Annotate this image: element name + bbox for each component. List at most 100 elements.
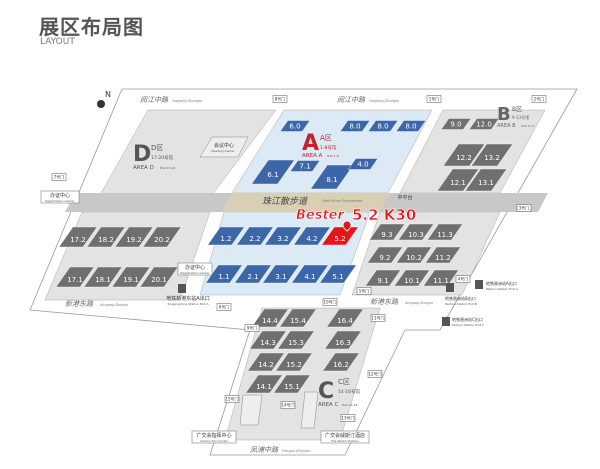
hall-shape	[251, 308, 289, 328]
hall-shape	[442, 143, 486, 167]
gate-6[interactable]: 6号门	[216, 303, 232, 311]
hall-2.2[interactable]: 2.2	[236, 226, 274, 246]
hall-13.2[interactable]: 13.2	[470, 143, 514, 167]
registration-center-left[interactable]: 办证中心 Registration Center	[40, 190, 80, 204]
hall-8.0[interactable]: 8.0	[339, 120, 371, 132]
booth-callout[interactable]: Bester 5.2 K30	[296, 206, 417, 232]
hall-14.3[interactable]: 14.3	[249, 330, 287, 350]
hall-2.1[interactable]: 2.1	[234, 264, 272, 284]
hall-10.3[interactable]: 10.3	[398, 223, 434, 241]
hall-16.3[interactable]: 16.3	[324, 330, 362, 350]
area-a-halls: 1-8号馆	[320, 144, 337, 151]
meeting-center[interactable]: 会议中心 Meeting Center	[199, 136, 249, 158]
hall-shape	[394, 269, 430, 287]
hall-9.3[interactable]: 9.3	[369, 223, 405, 241]
metro-pazhou-b[interactable]: 地铁琶洲站B出口 Pazhou Station Exit B	[445, 283, 477, 306]
hall-19.1[interactable]: 19.1	[111, 266, 151, 288]
gate-label: 9号门	[247, 324, 258, 330]
metro-xingangdong-a[interactable]: 地铁新港东站A出口 Xingangdong Station Exit A	[166, 284, 210, 306]
hall-7.1[interactable]: 7.1	[289, 160, 321, 172]
gate-12[interactable]: 12号门	[367, 370, 383, 378]
hall-15.4[interactable]: 15.4	[279, 308, 317, 328]
hall-18.1[interactable]: 18.1	[83, 266, 123, 288]
hall-8.1[interactable]: 8.1	[310, 164, 354, 190]
hall-shape	[464, 168, 508, 192]
gate-8[interactable]: 8号门	[272, 95, 288, 103]
hall-3.1[interactable]: 3.1	[262, 264, 300, 284]
hall-19.2[interactable]: 19.2	[114, 226, 154, 248]
hall-label: 10.1	[404, 277, 420, 285]
canton-fair-center[interactable]: 广交会指挥中心 Canton Fair Center	[191, 394, 263, 444]
hall-9.0[interactable]: 9.0	[440, 118, 472, 130]
gate-label: 10号门	[323, 298, 336, 304]
hall-18.2[interactable]: 18.2	[86, 226, 126, 248]
gate-9[interactable]: 9号门	[244, 324, 260, 332]
hall-4.2[interactable]: 4.2	[293, 226, 331, 246]
hall-8.0[interactable]: 8.0	[395, 120, 427, 132]
hall-6.0[interactable]: 6.0	[279, 120, 311, 132]
hall-label: 15.3	[288, 339, 304, 347]
hall-9.2[interactable]: 9.2	[367, 246, 403, 264]
hall-3.2[interactable]: 3.2	[264, 226, 302, 246]
hall-16.2[interactable]: 16.2	[322, 352, 360, 372]
hall-4.0[interactable]: 4.0	[347, 158, 379, 170]
hall-15.2[interactable]: 15.2	[275, 352, 313, 372]
hall-label: 9.1	[377, 277, 388, 285]
hall-15.1[interactable]: 15.1	[273, 374, 311, 394]
area-c-halls: 14-16号馆	[338, 388, 361, 395]
hall-13.1[interactable]: 13.1	[464, 168, 508, 192]
hall-shape	[236, 226, 274, 246]
road-promenade: 珠江散步道	[262, 196, 309, 207]
gate-5[interactable]: 5号门	[356, 287, 372, 295]
gate-3[interactable]: 3号门	[516, 204, 532, 212]
gate-11[interactable]: 11号门	[370, 314, 386, 322]
hall-5.1[interactable]: 5.1	[319, 264, 357, 284]
hall-shape	[369, 223, 405, 241]
hall-8.0[interactable]: 8.0	[367, 120, 399, 132]
hall-20.2[interactable]: 20.2	[142, 226, 182, 248]
hall-9.1[interactable]: 9.1	[365, 269, 401, 287]
registration-center-mid[interactable]: 办证中心 Registration Center	[177, 262, 213, 276]
metro-pazhou-a[interactable]: 地铁琶洲站A出口 Pazhou Station Exit A	[475, 280, 519, 291]
hall-10.1[interactable]: 10.1	[394, 269, 430, 287]
hall-20.1[interactable]: 20.1	[139, 266, 179, 288]
hall-14.4[interactable]: 14.4	[251, 308, 289, 328]
area-d-name: D区	[151, 144, 163, 152]
gate-10[interactable]: 10号门	[322, 298, 338, 306]
hall-4.1[interactable]: 4.1	[291, 264, 329, 284]
gate-1[interactable]: 1号门	[426, 95, 442, 103]
hall-1.2[interactable]: 1.2	[207, 226, 245, 246]
meeting-center-label: 会议中心	[214, 142, 234, 149]
gate-2[interactable]: 2号门	[531, 95, 547, 103]
gate-14[interactable]: 14号门	[280, 401, 296, 409]
gate-4[interactable]: 4号门	[455, 275, 471, 283]
hall-12.2[interactable]: 12.2	[442, 143, 486, 167]
hall-12.0[interactable]: 12.0	[468, 118, 500, 130]
hall-11.2[interactable]: 11.2	[425, 246, 461, 264]
metro-pazhou-c[interactable]: 地铁琶洲站C出口 Pazhou Station Exit C	[442, 316, 484, 327]
page-subtitle: LAYOUT	[40, 37, 75, 47]
hall-label: 15.1	[284, 383, 300, 391]
hall-17.1[interactable]: 17.1	[55, 266, 95, 288]
hall-16.4[interactable]: 16.4	[326, 308, 364, 328]
hall-shape	[396, 246, 432, 264]
hall-14.2[interactable]: 14.2	[247, 352, 285, 372]
hall-label: 1.2	[220, 235, 231, 243]
gate-13[interactable]: 13号门	[340, 414, 356, 422]
hall-shape	[249, 330, 287, 350]
hall-6.1[interactable]: 6.1	[251, 159, 295, 185]
hall-1.1[interactable]: 1.1	[205, 264, 243, 284]
westin-hotel[interactable]: 广交会威斯汀酒店 The Westin Pazhou	[300, 391, 370, 444]
hall-11.3[interactable]: 11.3	[427, 223, 463, 241]
area-b-label: B B区 9-13号馆 AREA B Hall 9-13	[497, 104, 535, 129]
area-d-letter: D	[133, 142, 151, 167]
hall-10.2[interactable]: 10.2	[396, 246, 432, 264]
hall-label: 5.1	[332, 273, 343, 281]
hall-15.3[interactable]: 15.3	[277, 330, 315, 350]
hall-14.1[interactable]: 14.1	[245, 374, 283, 394]
hall-label: 6.1	[267, 171, 278, 179]
gate-7[interactable]: 7号门	[51, 173, 67, 181]
gate-15[interactable]: 15号门	[224, 395, 240, 403]
hall-12.1[interactable]: 12.1	[436, 168, 480, 192]
hall-17.2[interactable]: 17.2	[58, 226, 98, 248]
